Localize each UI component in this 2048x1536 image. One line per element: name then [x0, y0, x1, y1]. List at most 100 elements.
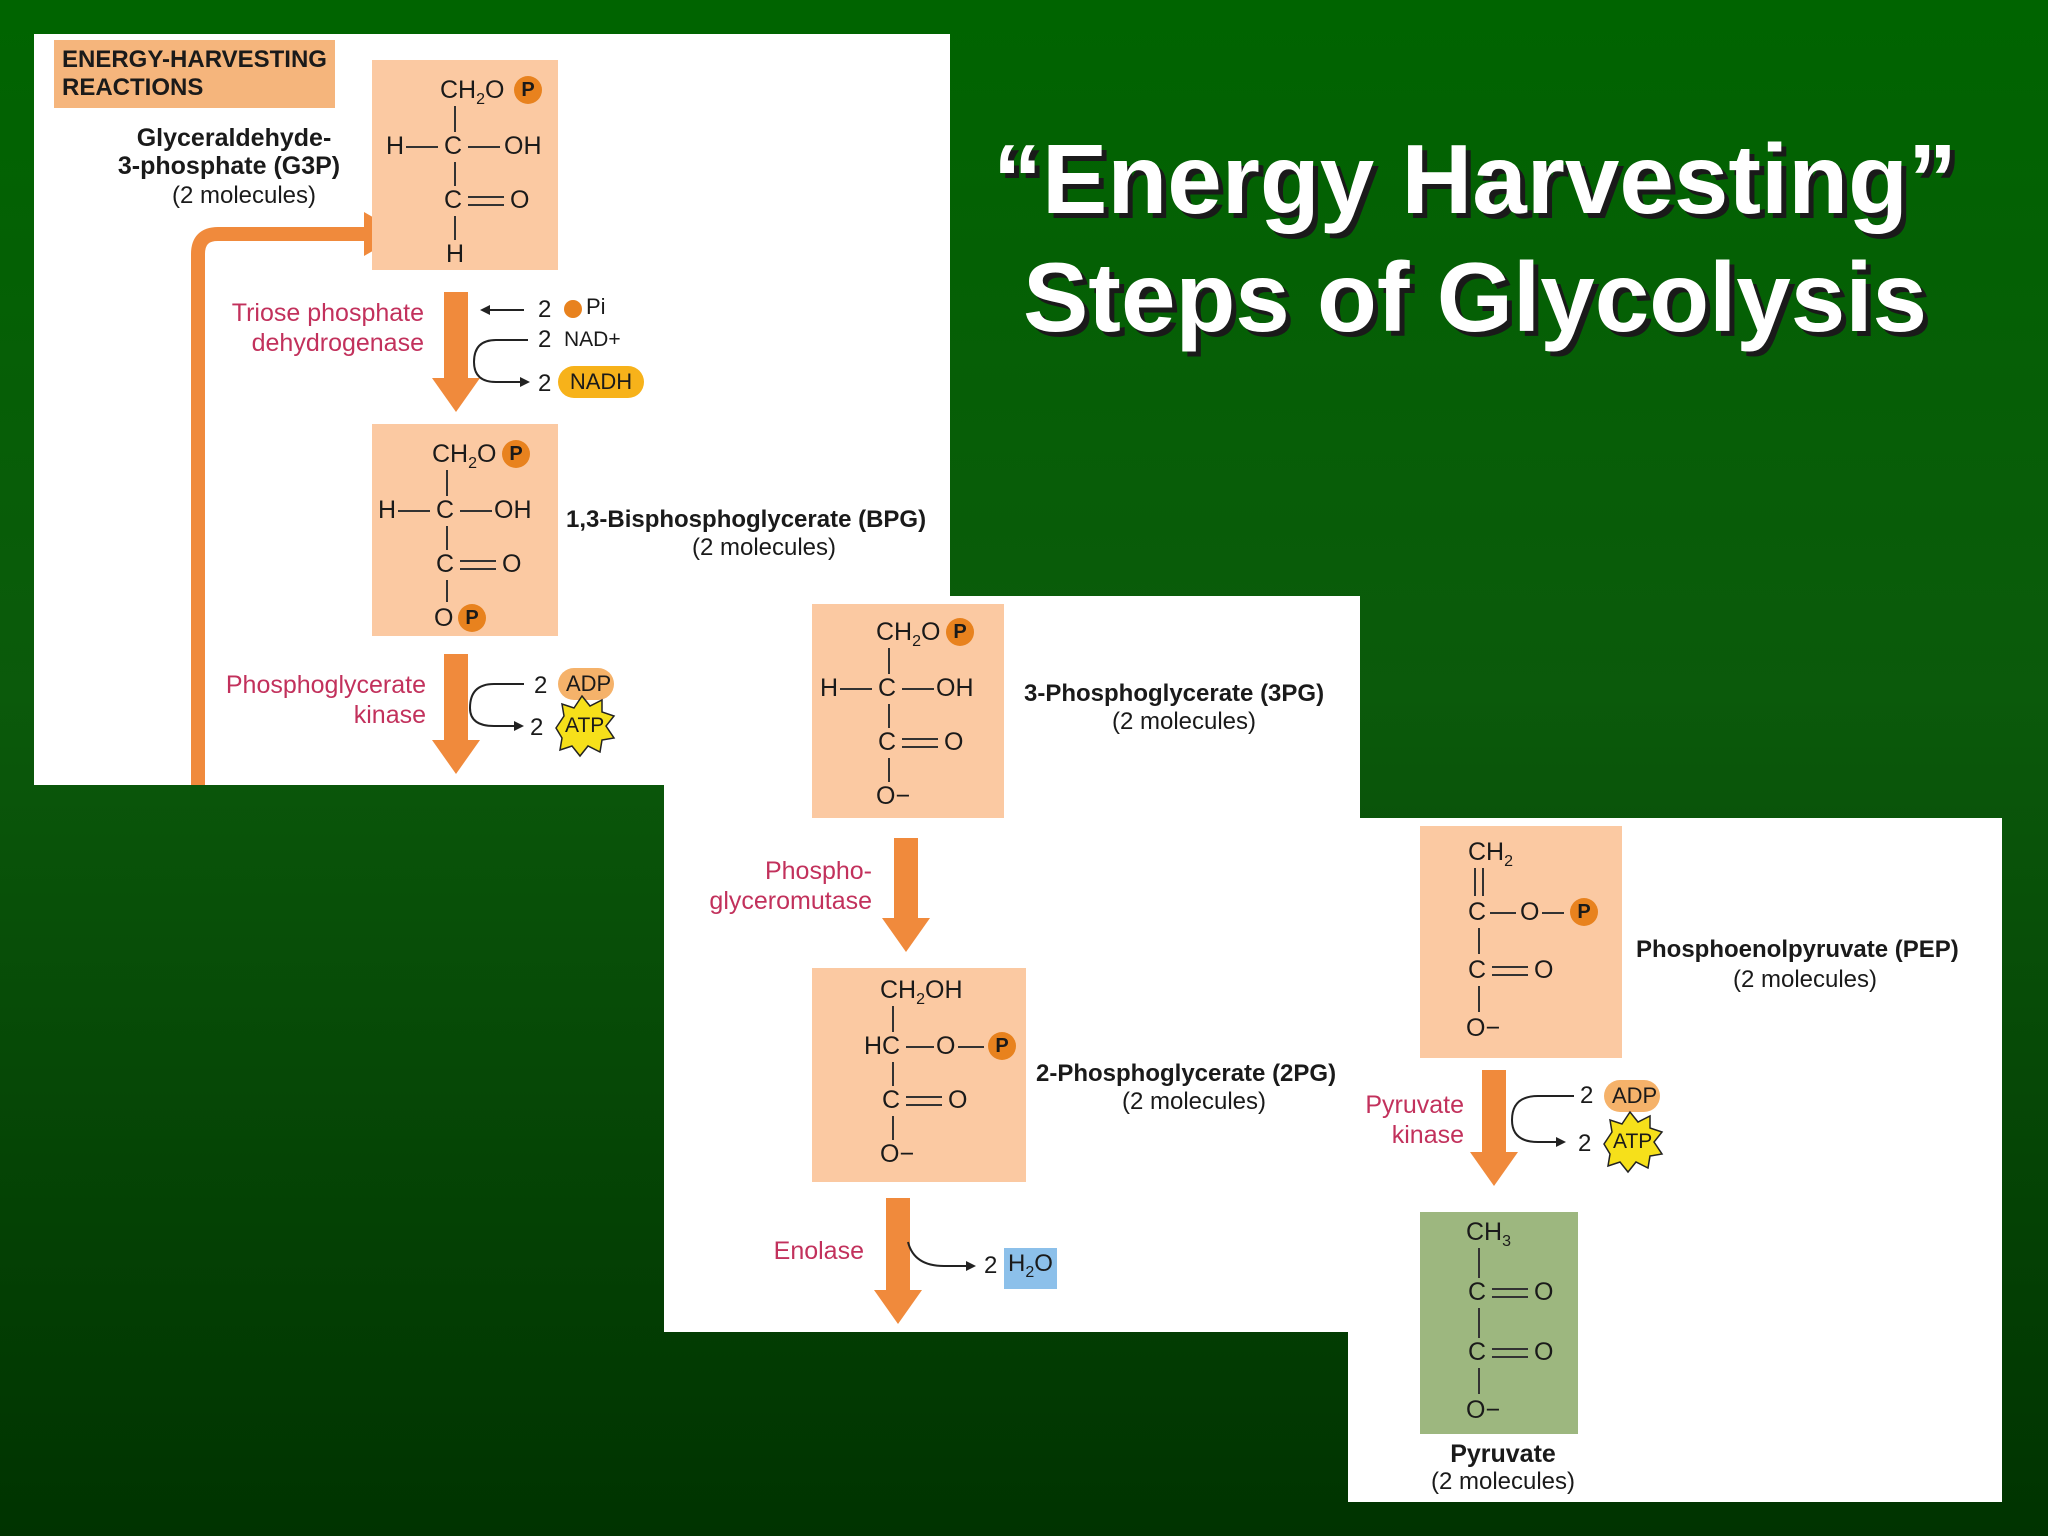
pi-icon: [564, 300, 582, 318]
enzyme-triose-phosphate-dehydrogenase: Triose phosphate dehydrogenase: [174, 298, 424, 358]
pep-ominus: O−: [1466, 1014, 1501, 1042]
adp-count: 2: [534, 672, 548, 699]
bpg-o: O: [502, 550, 522, 578]
pep-o2: O: [1534, 956, 1554, 984]
cofactor-arrows-2: [468, 683, 524, 731]
phosphate-icon: P: [502, 440, 530, 468]
pep-c: C: [1468, 898, 1487, 926]
nadh-count: 2: [538, 370, 552, 397]
enzyme-phosphoglyceromutase: Phospho- glyceromutase: [664, 856, 872, 916]
pi-label: Pi: [586, 294, 606, 319]
pep-ch2: CH2: [1468, 838, 1514, 870]
enzyme-phosphoglycerate-kinase: Phosphoglycerate kinase: [154, 670, 426, 730]
pyruvate-c2: C: [1468, 1338, 1487, 1366]
g3p-oh: OH: [504, 132, 542, 160]
g3p-count: (2 molecules): [171, 182, 317, 209]
pg2-ominus: O−: [880, 1140, 915, 1168]
enzyme-1-line-1: Triose phosphate: [231, 299, 424, 327]
reaction-arrow-1: [444, 292, 468, 378]
phosphate-icon: P: [1570, 898, 1598, 926]
slide-title: “Energy Harvesting” Steps of Glycolysis: [950, 120, 2000, 356]
reaction-arrowhead-5: [1470, 1152, 1518, 1186]
bpg-oh: OH: [494, 496, 532, 524]
nadh-badge: NADH: [558, 366, 644, 398]
adp-badge: ADP: [1604, 1080, 1660, 1112]
nad-label: NAD+: [564, 328, 621, 351]
g3p-o: O: [510, 186, 530, 214]
bpg-c2: C: [436, 550, 455, 578]
adp-count: 2: [1580, 1082, 1594, 1109]
enzyme-5-line-2: kinase: [1391, 1121, 1464, 1149]
phosphate-icon: P: [514, 76, 542, 104]
pep-name: Phosphoenolpyruvate (PEP): [1636, 936, 1959, 963]
g3p-h: H: [386, 132, 405, 160]
section-header-line-1: ENERGY-HARVESTING: [62, 46, 327, 73]
pep-count: (2 molecules): [1732, 966, 1878, 993]
pg3-o: O: [944, 728, 964, 756]
pg2-hc: HC: [864, 1032, 901, 1060]
reaction-arrow-3: [894, 838, 918, 918]
pg2-o: O: [936, 1032, 956, 1060]
pyruvate-o2: O: [1534, 1338, 1554, 1366]
reaction-arrowhead-3: [882, 918, 930, 952]
title-line-1: “Energy Harvesting”: [993, 124, 1957, 234]
enzyme-3-line-1: Phospho-: [764, 857, 872, 885]
pg2-o2: O: [948, 1086, 968, 1114]
reaction-arrowhead-2: [432, 740, 480, 774]
pyruvate-count: (2 molecules): [1430, 1468, 1576, 1495]
title-line-2: Steps of Glycolysis: [1022, 242, 1928, 352]
g3p-ch2o: CH2O: [440, 76, 505, 108]
pyruvate-ch3: CH3: [1466, 1218, 1512, 1250]
g3p-c2: C: [444, 186, 463, 214]
adp-badge: ADP: [558, 668, 614, 700]
g3p-c: C: [444, 132, 463, 160]
bpg-ch2o: CH2O: [432, 440, 497, 472]
pg3-molecule: CH2O P H C OH C O O−: [812, 604, 1004, 818]
enzyme-2-line-1: Phosphoglycerate: [225, 671, 426, 699]
reaction-arrow-2: [444, 654, 468, 740]
reaction-arrow-5: [1482, 1070, 1506, 1152]
cofactor-arrows-3: [1510, 1095, 1574, 1147]
pyruvate-molecule: CH3 C O C O O−: [1420, 1212, 1578, 1434]
pep-c2: C: [1468, 956, 1487, 984]
g3p-name-2: 3-phosphate (G3P): [117, 152, 341, 180]
atp-starburst: [1603, 1110, 1664, 1174]
g3p-name-1: Glyceraldehyde-: [136, 124, 332, 152]
pg3-ominus: O−: [876, 782, 911, 810]
pep-o: O: [1520, 898, 1540, 926]
enzyme-1-line-2: dehydrogenase: [251, 329, 424, 357]
bpg-h: H: [378, 496, 397, 524]
atp-label: ATP: [565, 714, 605, 737]
pg2-ch2oh: CH2OH: [880, 976, 963, 1008]
g3p-h2: H: [446, 240, 465, 268]
pg3-name: 3-Phosphoglycerate (3PG): [1024, 680, 1325, 707]
bpg-molecule: CH2O P H C OH C O O P: [372, 424, 558, 636]
atp-count: 2: [530, 714, 544, 741]
pg3-count: (2 molecules): [1111, 708, 1257, 735]
bpg-count: (2 molecules): [691, 534, 837, 561]
pi-count: 2: [538, 296, 552, 323]
nad-count: 2: [538, 326, 552, 353]
pg2-molecule: CH2OH HC O P C O O−: [812, 968, 1026, 1182]
pg3-c2: C: [878, 728, 897, 756]
atp-count: 2: [1578, 1130, 1592, 1157]
water-arrow: [907, 1241, 976, 1271]
atp-starburst: [555, 694, 616, 758]
enzyme-5-line-1: Pyruvate: [1365, 1091, 1464, 1119]
water-badge: H2O: [1004, 1248, 1057, 1289]
enzyme-3-line-2: glyceromutase: [709, 887, 872, 915]
cofactor-arrows-1: [472, 305, 530, 387]
enzyme-enolase: Enolase: [773, 1237, 864, 1265]
section-header: ENERGY-HARVESTING REACTIONS: [54, 40, 335, 108]
panel-energy-harvesting-top: ENERGY-HARVESTING REACTIONS Glyceraldehy…: [34, 34, 950, 785]
bpg-c: C: [436, 496, 455, 524]
phosphate-icon: P: [458, 604, 486, 632]
phosphate-icon: P: [946, 618, 974, 646]
g3p-molecule: CH2O P H C OH C O H: [372, 60, 558, 270]
pg2-name: 2-Phosphoglycerate (2PG): [1036, 1060, 1337, 1087]
pg2-count: (2 molecules): [1121, 1088, 1267, 1115]
enzyme-pyruvate-kinase: Pyruvate kinase: [1348, 1090, 1464, 1150]
pg3-c: C: [878, 674, 897, 702]
pyruvate-ominus: O−: [1466, 1396, 1501, 1424]
enzyme-2-line-2: kinase: [353, 701, 426, 729]
